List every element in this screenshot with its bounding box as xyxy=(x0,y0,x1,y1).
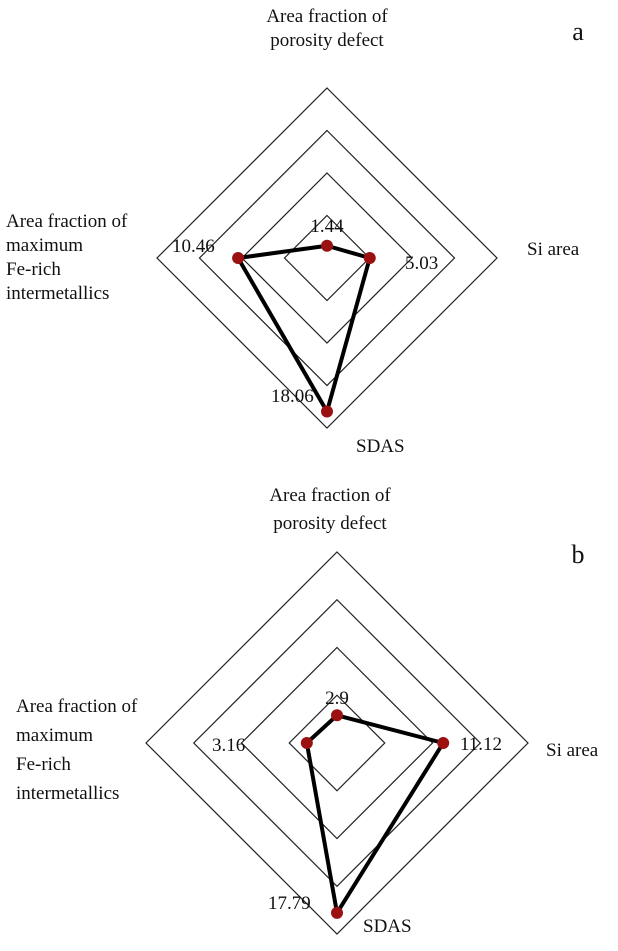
data-label-4: 10.46 xyxy=(172,236,215,257)
data-point-4 xyxy=(300,737,313,749)
data-label-2: 11.12 xyxy=(460,734,502,755)
grid-ring-4 xyxy=(156,87,498,429)
data-label-2: 5.03 xyxy=(405,253,438,274)
data-point-2 xyxy=(363,252,376,264)
axis-label-bottom: SDAS xyxy=(356,436,405,457)
data-point-3 xyxy=(321,405,333,418)
grid-ring-4 xyxy=(145,551,529,935)
axis-label-right: Si area xyxy=(527,239,580,260)
axis-label-bottom: SDAS xyxy=(363,916,412,937)
data-label-1: 1.44 xyxy=(310,216,344,237)
grid-ring-3 xyxy=(198,129,456,387)
data-label-4: 3.16 xyxy=(212,735,245,756)
grid-ring-1 xyxy=(283,214,371,302)
grid-ring-2 xyxy=(240,646,434,840)
data-point-1 xyxy=(331,709,343,722)
data-label-3: 18.06 xyxy=(271,386,314,407)
data-point-2 xyxy=(437,737,450,749)
data-point-4 xyxy=(232,252,245,264)
panel-letter: a xyxy=(572,17,584,46)
data-point-3 xyxy=(331,906,343,919)
data-label-3: 17.79 xyxy=(268,893,311,914)
axis-label-right: Si area xyxy=(546,740,599,761)
grid-ring-3 xyxy=(192,598,482,888)
data-series-line xyxy=(304,713,446,915)
panel-letter: b xyxy=(572,540,585,569)
grid-ring-1 xyxy=(288,694,386,792)
data-point-1 xyxy=(321,239,333,252)
grid-ring-2 xyxy=(241,172,413,344)
data-label-1: 2.9 xyxy=(325,688,349,709)
